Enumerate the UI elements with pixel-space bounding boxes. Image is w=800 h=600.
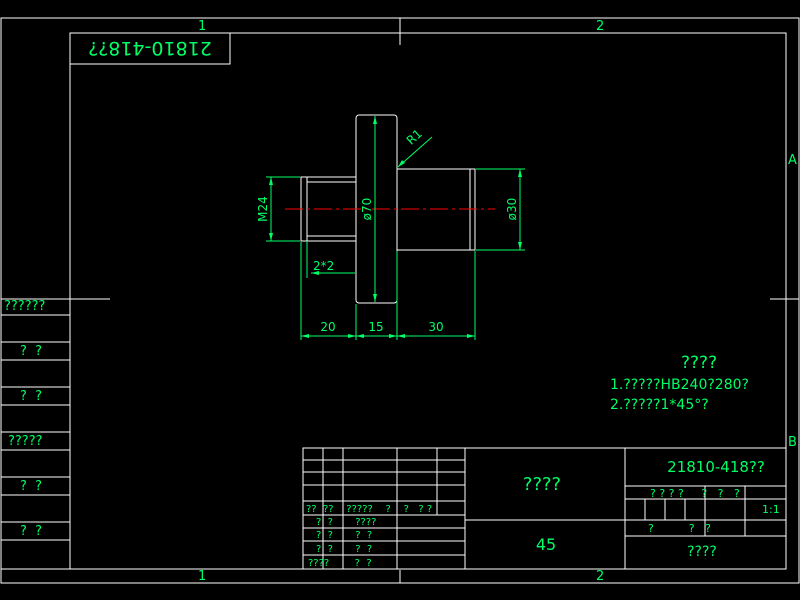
title-row-label: ???? ? ? bbox=[308, 558, 372, 569]
notes-title: ???? bbox=[681, 353, 717, 373]
left-strip-cell: ? ? bbox=[20, 479, 42, 494]
left-info-strip: ?????? ? ? ? ? ????? ? ? ? ? bbox=[0, 298, 71, 570]
zone-markers: 1 2 1 2 A B bbox=[198, 19, 797, 584]
company: ???? bbox=[687, 544, 717, 560]
zone-bottom-2: 2 bbox=[596, 569, 604, 584]
sheet-row: ? ? ? bbox=[648, 522, 711, 535]
title-row-label: ? ? ???? bbox=[316, 517, 376, 528]
notes-line-2: 2.?????1*45°? bbox=[610, 397, 709, 413]
title-block: ???? 45 21810-418?? ? ? ? ? ? ? ? 1:1 ? … bbox=[302, 447, 787, 570]
zone-bottom-1: 1 bbox=[198, 569, 206, 584]
dimension-arrows bbox=[269, 116, 522, 338]
zone-right-b: B bbox=[788, 435, 797, 450]
left-strip-cell: ?????? bbox=[4, 299, 45, 314]
drawing-number: 21810-418?? bbox=[667, 458, 765, 476]
dimension-lines bbox=[266, 116, 525, 340]
dim-len-30: 30 bbox=[428, 320, 443, 334]
left-strip-cell: ? ? bbox=[20, 389, 42, 404]
dim-len-20: 20 bbox=[320, 320, 335, 334]
zone-top-2: 2 bbox=[596, 19, 604, 34]
scale: 1:1 bbox=[762, 503, 780, 516]
title-row-label: ?? ?? ????? ? ? ? ? bbox=[306, 504, 432, 515]
dim-chamfer: 2*2 bbox=[313, 259, 334, 273]
left-strip-cell: ????? bbox=[8, 434, 43, 449]
part-name: ???? bbox=[523, 474, 561, 495]
zone-top-1: 1 bbox=[198, 19, 206, 34]
corner-code-box: 21810-418?? bbox=[69, 32, 231, 65]
notes-line-1: 1.?????HB240?280? bbox=[610, 377, 749, 393]
dim-r1: R1 bbox=[404, 126, 425, 147]
dim-len-15: 15 bbox=[368, 320, 383, 334]
dim-d70: ø70 bbox=[360, 198, 374, 221]
dim-m24: M24 bbox=[256, 196, 270, 222]
title-header-labels: ? ? ? ? ? ? ? bbox=[650, 487, 740, 500]
title-row-label: ? ? ? ? bbox=[316, 530, 372, 541]
technical-notes: ???? 1.?????HB240?280? 2.?????1*45°? bbox=[610, 353, 749, 413]
material: 45 bbox=[536, 535, 556, 554]
left-strip-cell: ? ? bbox=[20, 344, 42, 359]
title-row-label: ? ? ? ? bbox=[316, 544, 372, 555]
dim-d30: ø30 bbox=[505, 198, 519, 221]
left-strip-cell: ? ? bbox=[20, 524, 42, 539]
zone-right-a: A bbox=[788, 153, 797, 168]
corner-code: 21810-418?? bbox=[88, 37, 212, 59]
